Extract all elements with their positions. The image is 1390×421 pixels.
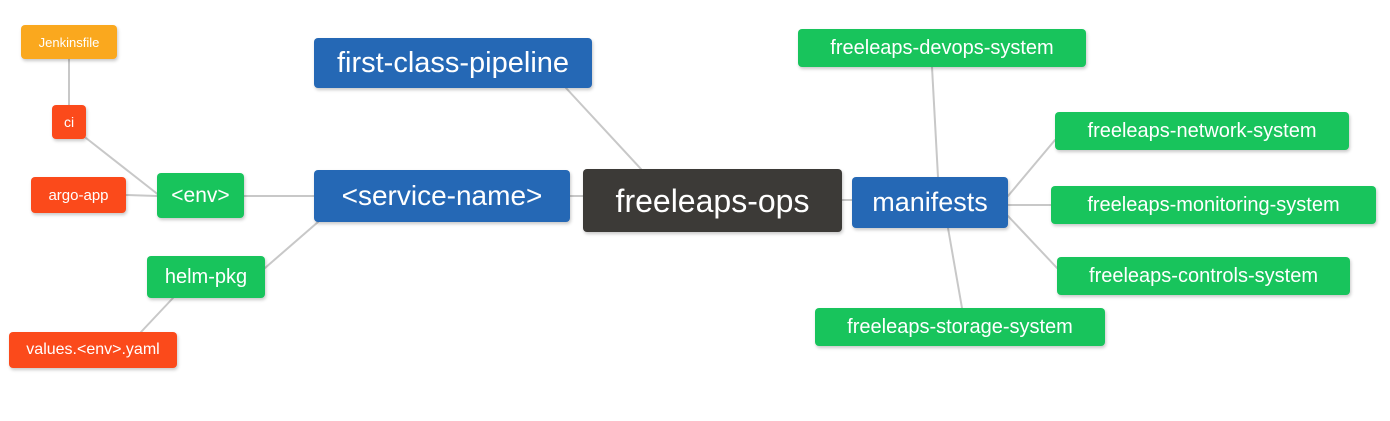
node-label-first-class-pipeline: first-class-pipeline (336, 46, 570, 79)
edge-service-name-to-helm-pkg (264, 221, 319, 269)
node-label-freeleaps-network-system: freeleaps-network-system (1087, 120, 1317, 142)
node-label-argo-app: argo-app (48, 186, 109, 204)
node-freeleaps-devops-system[interactable]: freeleaps-devops-system (798, 29, 1086, 67)
node-values-yaml[interactable]: values.<env>.yaml (9, 332, 177, 368)
node-label-freeleaps-storage-system: freeleaps-storage-system (847, 316, 1073, 338)
node-manifests[interactable]: manifests (852, 177, 1008, 228)
edge-manifests-to-freeleaps-network-system (1007, 139, 1056, 197)
edge-manifests-to-freeleaps-controls-system (1007, 215, 1058, 269)
node-freeleaps-network-system[interactable]: freeleaps-network-system (1055, 112, 1349, 150)
node-label-values-yaml: values.<env>.yaml (26, 341, 160, 358)
node-jenkinsfile[interactable]: Jenkinsfile (21, 25, 117, 59)
node-service-name[interactable]: <service-name> (314, 170, 570, 222)
edge-manifests-to-freeleaps-storage-system (947, 227, 963, 309)
edge-helm-pkg-to-values-yaml (140, 297, 174, 333)
node-label-freeleaps-ops: freeleaps-ops (615, 182, 810, 219)
node-label-freeleaps-controls-system: freeleaps-controls-system (1089, 265, 1318, 287)
node-env[interactable]: <env> (157, 173, 244, 218)
node-first-class-pipeline[interactable]: first-class-pipeline (314, 38, 592, 88)
node-label-freeleaps-monitoring-system: freeleaps-monitoring-system (1087, 194, 1340, 216)
node-argo-app[interactable]: argo-app (31, 177, 126, 213)
node-freeleaps-ops[interactable]: freeleaps-ops (583, 169, 842, 232)
edge-first-class-pipeline-to-freeleaps-ops (565, 87, 642, 170)
node-label-ci: ci (63, 114, 75, 130)
node-label-manifests: manifests (872, 187, 988, 217)
node-helm-pkg[interactable]: helm-pkg (147, 256, 265, 298)
node-freeleaps-monitoring-system[interactable]: freeleaps-monitoring-system (1051, 186, 1376, 224)
node-label-service-name: <service-name> (341, 180, 543, 211)
edge-manifests-to-freeleaps-devops-system (931, 66, 939, 178)
node-freeleaps-storage-system[interactable]: freeleaps-storage-system (815, 308, 1105, 346)
node-label-env: <env> (171, 184, 230, 207)
node-label-helm-pkg: helm-pkg (164, 266, 248, 288)
node-ci[interactable]: ci (52, 105, 86, 139)
node-label-freeleaps-devops-system: freeleaps-devops-system (830, 37, 1054, 59)
edge-argo-app-to-env (125, 194, 158, 197)
node-label-jenkinsfile: Jenkinsfile (38, 34, 100, 50)
node-freeleaps-controls-system[interactable]: freeleaps-controls-system (1057, 257, 1350, 295)
